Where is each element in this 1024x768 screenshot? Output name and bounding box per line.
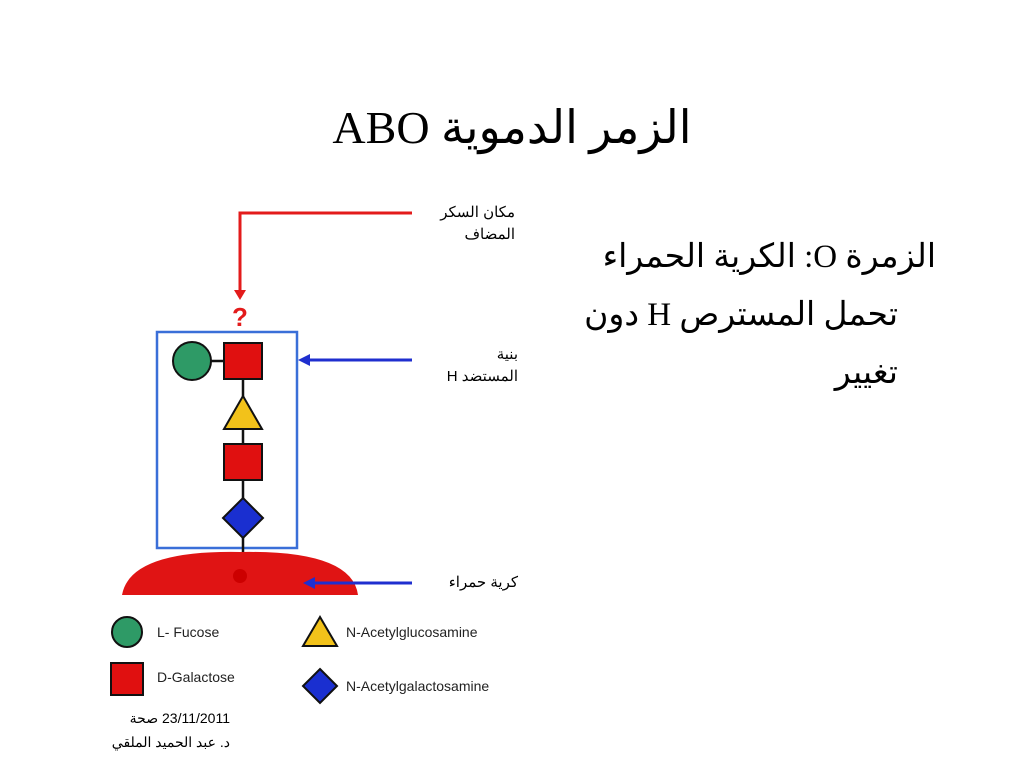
legend-glucosamine-icon (301, 615, 339, 647)
legend-galactosamine-label: N-Acetylgalactosamine (346, 678, 489, 694)
footer-date: 23/11/2011 صحة (129, 710, 230, 726)
label-sugar-site: مكان السكر المضاف (400, 202, 515, 246)
label-h-substance: بنية المستضد H (400, 344, 518, 388)
body-line-2: تحمل المسترص H دون (584, 297, 898, 333)
h-substance-arrow (298, 354, 412, 366)
red-cell-arrow (303, 577, 412, 589)
footer-author: د. عبد الحميد الملقي (111, 734, 230, 750)
slide-body: الزمرة O: الكرية الحمراء تحمل المسترص H … (536, 228, 936, 402)
fucose-shape (172, 341, 212, 381)
galactose-shape-1 (223, 342, 263, 380)
label-h-substance-line-1: بنية (496, 346, 518, 363)
galactosamine-shape (221, 496, 265, 540)
label-sugar-site-line-1: مكان السكر (440, 204, 515, 221)
body-line-1: الزمرة O: الكرية الحمراء (602, 239, 936, 275)
galactose-shape-2 (223, 443, 263, 481)
glucosamine-shape (222, 393, 264, 430)
legend-fucose-label: L- Fucose (157, 624, 219, 640)
label-red-cell: كرية حمراء (448, 574, 518, 591)
question-mark: ? (232, 302, 248, 332)
legend-fucose-icon (111, 616, 143, 648)
legend: L- Fucose D-Galactose N-Acetylglucosamin… (110, 615, 489, 705)
legend-galactose-icon (110, 662, 144, 696)
label-sugar-site-line-2: المضاف (464, 226, 515, 243)
sugar-site-arrow (234, 211, 412, 300)
slide-title: الزمر الدموية ABO (332, 102, 692, 153)
body-line-3: تغيير (834, 355, 898, 391)
h-antigen-frame (155, 330, 299, 550)
label-h-substance-line-2: المستضد H (446, 368, 518, 385)
legend-glucosamine-label: N-Acetylglucosamine (346, 624, 478, 640)
abo-h-antigen-diagram: ? L- Fucose D-Galactose N-Acetylglucosam… (110, 211, 489, 705)
legend-galactosamine-icon (301, 667, 339, 705)
slide-footer: 23/11/2011 صحة د. عبد الحميد الملقي (40, 706, 230, 754)
legend-galactose-label: D-Galactose (157, 669, 235, 685)
